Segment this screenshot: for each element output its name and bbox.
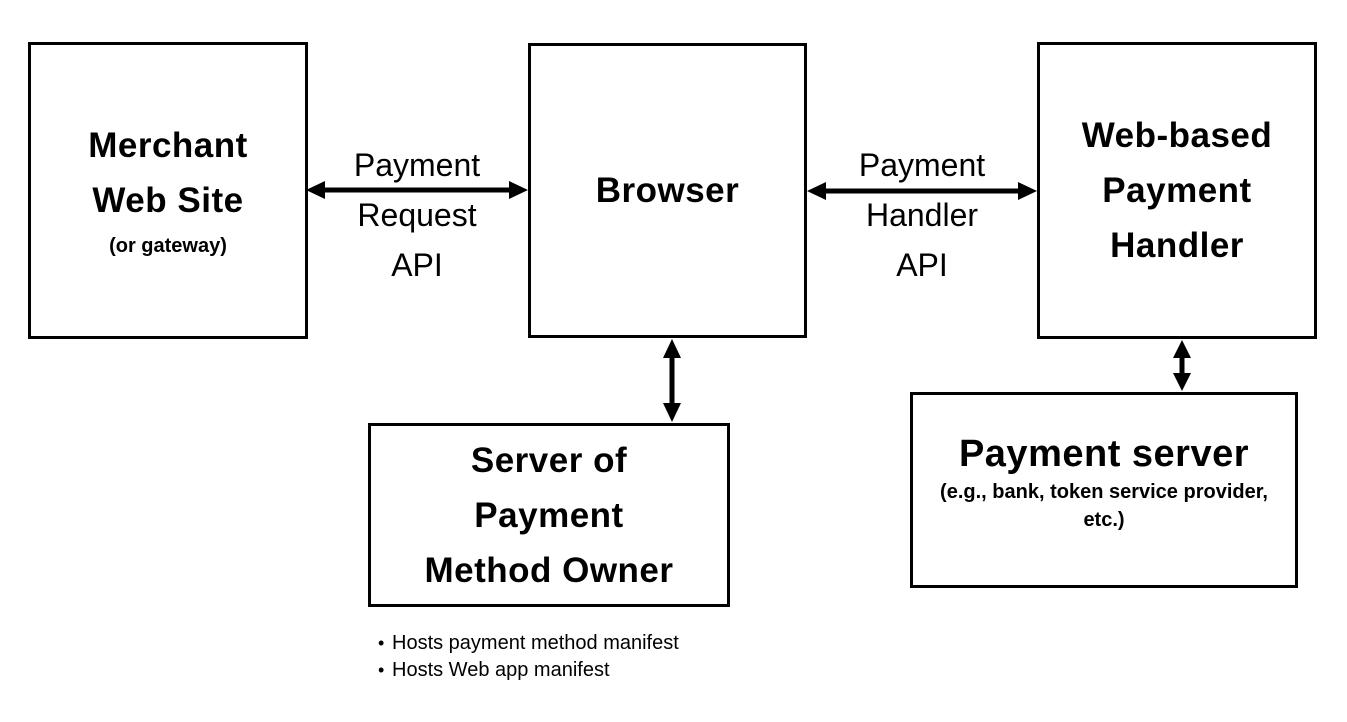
handler-payment-server-arrow — [1173, 340, 1191, 391]
server-of-payment-method-owner-box: Server of Payment Method Owner — [368, 423, 730, 607]
payment-handler-api-label-line: Payment — [858, 147, 986, 183]
merchant-title-line: Merchant — [88, 125, 248, 165]
bullet-icon: • — [378, 633, 385, 653]
payment-handler-api-label-line: API — [896, 247, 948, 283]
server-owner-title-line: Server of — [470, 440, 628, 480]
note-text: Hosts payment method manifest — [392, 632, 679, 654]
payment-server-subtitle-line: (e.g., bank, token service provider, — [940, 481, 1268, 503]
note-text: Hosts Web app manifest — [392, 659, 610, 681]
handler-title-line: Web-based — [1081, 116, 1273, 155]
merchant-title-line: Web Site — [92, 180, 244, 220]
merchant-web-site-box: Merchant Web Site (or gateway) — [28, 42, 308, 339]
note-item: • Hosts Web app manifest — [368, 657, 679, 684]
payment-server-subtitle-line: etc.) — [1083, 509, 1125, 531]
note-item: • Hosts payment method manifest — [368, 630, 679, 657]
payment-handler-api-label: Payment Handler API — [807, 140, 1037, 290]
payment-handler-api-label-line: Handler — [865, 197, 979, 233]
web-based-payment-handler-box: Web-based Payment Handler — [1037, 42, 1317, 339]
payment-request-api-label-line: API — [391, 247, 443, 283]
browser-server-owner-arrow — [663, 339, 681, 422]
server-owner-title-line: Payment — [474, 495, 624, 535]
browser-title: Browser — [595, 171, 740, 210]
server-owner-notes: • Hosts payment method manifest • Hosts … — [368, 630, 679, 684]
payment-server-title: Payment server — [958, 433, 1250, 475]
payment-request-api-label: Payment Request API — [306, 140, 528, 290]
handler-title-line: Payment — [1102, 171, 1252, 210]
server-owner-title-line: Method Owner — [424, 550, 674, 590]
payment-request-api-label-line: Request — [357, 197, 477, 233]
bullet-icon: • — [378, 660, 385, 680]
merchant-subtitle: (or gateway) — [109, 234, 227, 257]
browser-box: Browser — [528, 43, 807, 338]
payment-server-box: Payment server (e.g., bank, token servic… — [910, 392, 1298, 588]
handler-title-line: Handler — [1110, 226, 1244, 265]
payment-request-api-label-line: Payment — [353, 147, 481, 183]
